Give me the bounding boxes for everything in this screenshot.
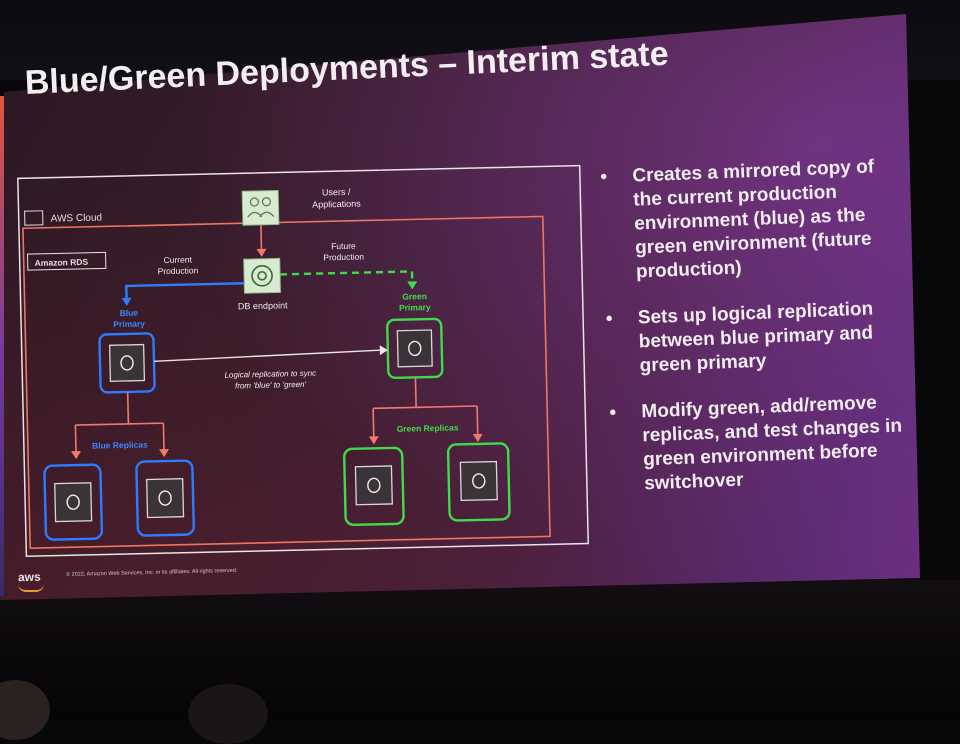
blue-primary-db-glyph (120, 355, 134, 371)
green-replicas-label: Green Replicas (397, 422, 459, 433)
amazon-rds-frame (22, 215, 551, 549)
users-label-line1: Users / (322, 187, 351, 198)
green-primary-db-icon (396, 329, 433, 368)
audience-head (188, 684, 268, 744)
logical-replication-arrow (153, 349, 380, 363)
users-to-endpoint-arrow (260, 224, 263, 251)
blue-replicas-label: Blue Replicas (92, 439, 148, 450)
architecture-diagram: AWS Cloud Amazon RDS Users / Application… (17, 164, 590, 558)
blue-replica-db-icon-2 (146, 478, 185, 519)
future-production-arrowhead (407, 281, 418, 290)
blue-replica-db-icon-1 (54, 482, 93, 523)
green-replica-node-2 (446, 442, 511, 522)
green-branch-left (372, 408, 375, 439)
amazon-rds-tag (27, 251, 107, 271)
aws-logo-smile (18, 584, 44, 592)
aws-cloud-frame (17, 164, 590, 558)
green-replica-db-icon-2 (459, 460, 498, 502)
blue-branch-left-arrowhead (71, 450, 82, 460)
bullet-dot: • (600, 166, 608, 188)
aws-cloud-label: AWS Cloud (51, 212, 103, 224)
users-label-line2: Applications (312, 199, 361, 210)
blue-primary-line1: Blue (120, 308, 139, 318)
db-endpoint-icon (243, 257, 281, 294)
blue-replica-db-glyph-2 (158, 490, 172, 506)
blue-replica-db-glyph-1 (66, 494, 80, 510)
room-floor (0, 580, 960, 720)
future-production-line1: Future (331, 241, 356, 252)
users-icon-head-2 (261, 197, 272, 207)
green-primary-db-glyph (408, 340, 422, 357)
future-production-line2: Production (323, 252, 364, 263)
slide-accent-bar (0, 96, 4, 596)
blue-primary-line2: Primary (113, 319, 145, 330)
aws-logo: aws (17, 569, 41, 585)
green-replica-db-icon-1 (354, 465, 393, 506)
blue-branch-stem (126, 391, 130, 424)
bullet-dot: • (609, 402, 617, 424)
current-production-line2: Production (158, 265, 199, 276)
bullet-item: • Modify green, add/remove replicas, and… (605, 390, 908, 497)
blue-branch-bar (75, 422, 164, 426)
green-branch-stem (414, 377, 417, 408)
green-branch-bar (373, 405, 478, 410)
blue-replica-node-2 (135, 459, 195, 537)
blue-branch-right (162, 423, 165, 452)
bullet-item: • Sets up logical replication between bl… (601, 296, 904, 379)
current-production-arrowhead (121, 297, 132, 306)
replication-label-line1: Logical replication to sync (224, 369, 316, 380)
green-replica-node-1 (343, 446, 405, 527)
aws-cloud-icon (23, 210, 44, 226)
green-replica-db-glyph-2 (472, 473, 486, 489)
green-primary-line2: Primary (399, 302, 431, 313)
bullet-text: Modify green, add/remove replicas, and t… (641, 392, 903, 495)
blue-branch-left (74, 425, 77, 454)
users-icon-head-1 (249, 197, 260, 207)
amazon-rds-label: Amazon RDS (35, 257, 89, 268)
bullet-text: Sets up logical replication between blue… (637, 298, 874, 377)
green-primary-line1: Green (402, 291, 427, 302)
blue-primary-db-icon (108, 343, 146, 382)
green-replica-db-glyph-1 (367, 477, 381, 494)
green-branch-right-arrowhead (472, 433, 483, 442)
current-production-arrow (125, 282, 245, 300)
logical-replication-arrowhead (379, 345, 388, 356)
users-to-endpoint-arrowhead (256, 248, 267, 257)
green-branch-right (476, 405, 479, 437)
db-endpoint-icon-core (257, 271, 267, 281)
current-production-line1: Current (163, 254, 192, 265)
blue-replica-node-1 (43, 463, 104, 541)
db-endpoint-label: DB endpoint (238, 300, 288, 311)
blue-branch-right-arrowhead (158, 448, 169, 458)
bullet-text: Creates a mirrored copy of the current p… (632, 156, 875, 283)
users-icon (241, 189, 280, 226)
future-production-arrow (280, 270, 414, 284)
users-icon-bodies (247, 211, 275, 218)
bullet-item: • Creates a mirrored copy of the current… (596, 154, 900, 285)
replication-label-line2: from 'blue' to 'green' (235, 380, 307, 391)
green-branch-left-arrowhead (368, 436, 379, 445)
bullet-dot: • (605, 308, 613, 330)
bullet-list: • Creates a mirrored copy of the current… (596, 154, 909, 519)
db-endpoint-icon-ring (251, 265, 273, 287)
